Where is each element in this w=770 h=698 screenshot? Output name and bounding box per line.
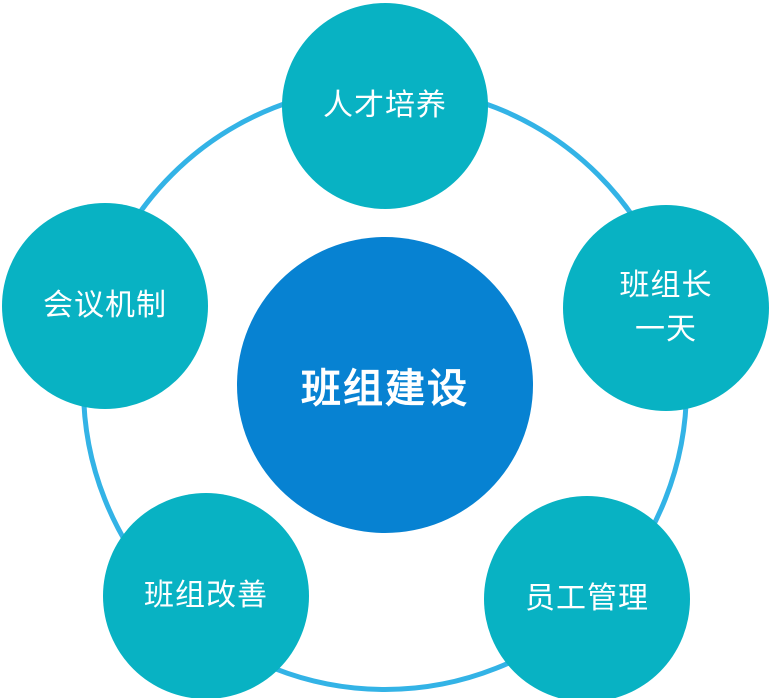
node-team-leader-day: 班组长 一天 (563, 205, 769, 411)
node-meeting-mechanism: 会议机制 (2, 203, 208, 409)
node-talent-cultivation: 人才培养 (282, 3, 488, 209)
node-label: 班组长 一天 (619, 268, 713, 347)
node-team-improvement: 班组改善 (103, 493, 309, 698)
node-label: 人才培养 (323, 88, 447, 123)
node-label: 员工管理 (525, 581, 649, 616)
center-node: 班组建设 (237, 237, 533, 533)
node-label: 会议机制 (43, 288, 167, 323)
node-employee-management: 员工管理 (484, 496, 690, 698)
node-label: 班组改善 (144, 578, 268, 613)
center-label: 班组建设 (301, 366, 469, 412)
